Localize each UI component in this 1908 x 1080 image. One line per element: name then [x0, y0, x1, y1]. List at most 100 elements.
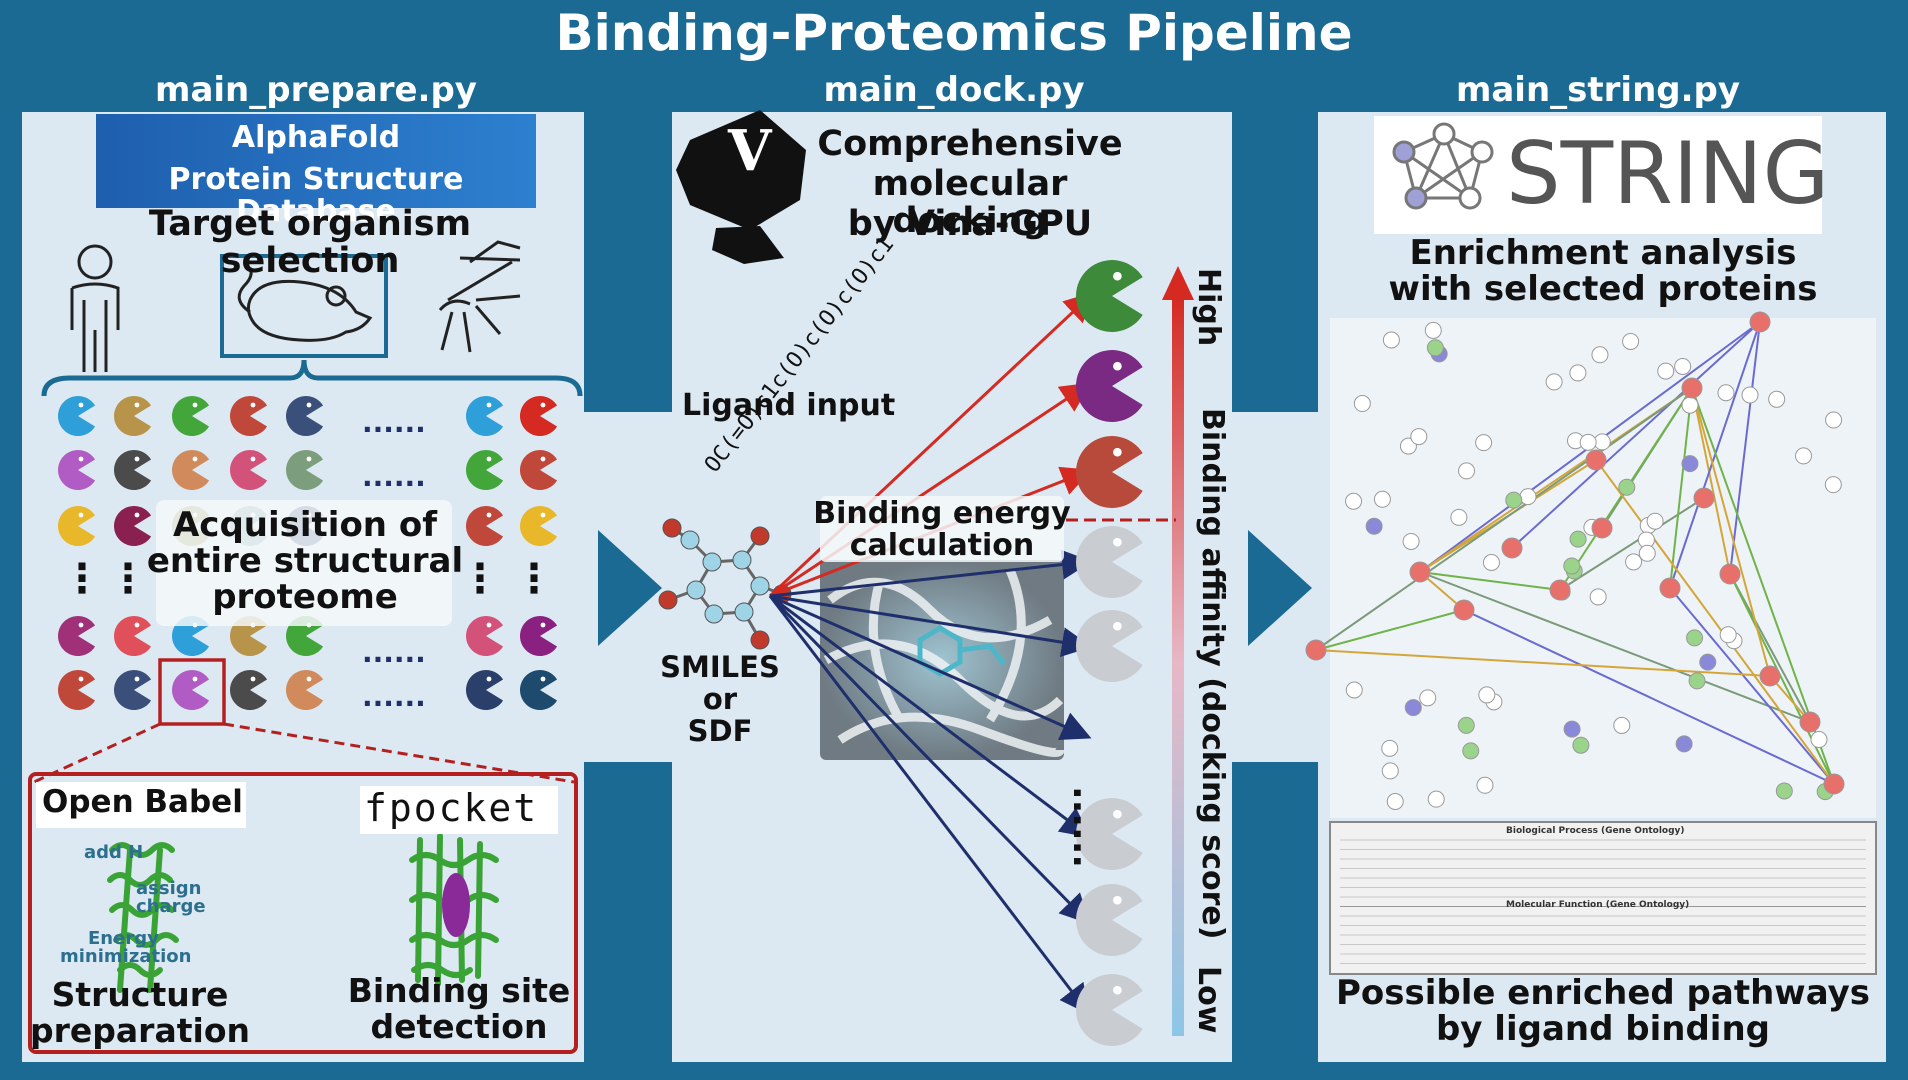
grid-ellipsis-2: ......: [362, 460, 426, 493]
protein-icon-eye: [540, 456, 546, 462]
network-edge: [1729, 321, 1761, 575]
ligand-input-label: Ligand input: [682, 388, 896, 423]
protein-icon-eye: [486, 456, 492, 462]
protein-icon-eye: [192, 402, 198, 408]
network-node: [1450, 508, 1468, 526]
protein-icon: [519, 670, 558, 710]
network-edge: [1669, 387, 1693, 589]
network-node: [1386, 793, 1404, 811]
protein-icon: [57, 670, 96, 710]
human-icon: [70, 244, 120, 372]
grid-vdots-3: ⋮: [460, 556, 500, 602]
network-node: [1681, 455, 1699, 473]
network-node: [1482, 553, 1500, 571]
protein-icon: [113, 396, 152, 436]
network-node: [1563, 720, 1581, 738]
protein-icon-eye: [540, 512, 546, 518]
grid-ellipsis-3: ......: [362, 636, 426, 669]
protein-icon-eye: [250, 456, 256, 462]
binding-site-line1: Binding site: [347, 971, 571, 1010]
protein-icon: [172, 396, 210, 436]
protein-icon: [285, 670, 324, 710]
network-node: [1462, 742, 1480, 760]
grid-vdots-2: ⋮: [108, 556, 148, 602]
protein-icon-eye: [78, 622, 84, 628]
flow-arrow-2: [1248, 530, 1312, 646]
network-node: [1353, 395, 1371, 413]
network-node: [1593, 433, 1611, 451]
network-node: [1424, 321, 1442, 339]
network-node: [1622, 332, 1640, 350]
network-node: [1795, 447, 1813, 465]
ranked-protein: [1076, 798, 1143, 870]
network-node: [1427, 790, 1445, 808]
network-node: [1657, 362, 1675, 380]
protein-icon-eye: [306, 676, 312, 682]
ranked-protein: [1076, 974, 1143, 1047]
script-label-string: main_string.py: [1455, 70, 1741, 110]
network-node: [1569, 364, 1587, 382]
ranked-protein: [1076, 526, 1143, 598]
protein-icon: [466, 505, 504, 546]
network-node: [1675, 735, 1693, 753]
add-h-label: add H: [84, 842, 144, 863]
network-edge: [1559, 497, 1705, 591]
network-node: [1410, 428, 1428, 446]
protein-icon-eye: [306, 456, 312, 462]
affinity-high-label: High: [1191, 268, 1226, 347]
network-node: [1345, 492, 1363, 510]
ligand-atom: [702, 552, 722, 572]
network-node: [1768, 390, 1786, 408]
network-node: [1749, 311, 1771, 333]
acquisition-callout: [156, 500, 452, 626]
protein-icon: [466, 616, 504, 657]
protein-icon-eye: [134, 456, 140, 462]
protein-icon: [113, 450, 152, 490]
grid-ellipsis-4: ......: [362, 680, 426, 713]
flow-arrow-1: [598, 530, 662, 646]
ranked-protein-eye: [1113, 361, 1122, 371]
openbabel-protein-sketch: [107, 842, 179, 993]
table2-title: Molecular Function (Gene Ontology): [1506, 900, 1690, 910]
protein-icon-eye: [134, 402, 140, 408]
ligand-atom: [750, 526, 770, 546]
alphafold-subtitle: Protein Structure Database: [168, 162, 464, 229]
acquisition-line1: Acquisition of: [172, 505, 437, 545]
network-node: [1659, 577, 1681, 599]
or-label: or: [702, 682, 738, 716]
protein-icon-eye: [250, 402, 256, 408]
acquisition-line2: entire structural: [146, 541, 464, 581]
enrichment-table-rows: [1340, 839, 1866, 964]
tools-frame: [28, 772, 578, 1054]
ranked-protein-eye: [1113, 621, 1122, 631]
network-node: [1545, 373, 1563, 391]
protein-icon-eye: [134, 512, 140, 518]
network-node: [1638, 544, 1656, 562]
ligand-atom: [750, 630, 770, 650]
string-network: [1305, 311, 1845, 811]
string-footer-1: Possible enriched pathways: [1335, 973, 1871, 1013]
network-node: [1824, 476, 1842, 494]
network-node: [1501, 537, 1523, 559]
network-edge: [1691, 387, 1731, 575]
protein-icon: [172, 450, 210, 490]
fpocket-logo-box: [360, 786, 558, 834]
network-edge: [1315, 649, 1771, 677]
ranked-protein: [1076, 350, 1143, 422]
network-node: [1775, 782, 1793, 800]
network-node: [1381, 739, 1399, 757]
protein-icon: [229, 396, 268, 436]
protein-icon-eye: [78, 402, 84, 408]
network-node: [1381, 762, 1399, 780]
figure-title: Binding-Proteomics Pipeline: [555, 4, 1353, 62]
network-node: [1419, 689, 1437, 707]
ligand-atom: [734, 602, 754, 622]
network-node: [1618, 478, 1636, 496]
protein-icon-eye: [250, 676, 256, 682]
ligand-atom: [658, 590, 678, 610]
binding-energy-line1: Binding energy: [813, 496, 1071, 531]
ligand-atom: [732, 550, 752, 570]
ranked-protein-eye: [1113, 447, 1122, 457]
network-node: [1475, 434, 1493, 452]
